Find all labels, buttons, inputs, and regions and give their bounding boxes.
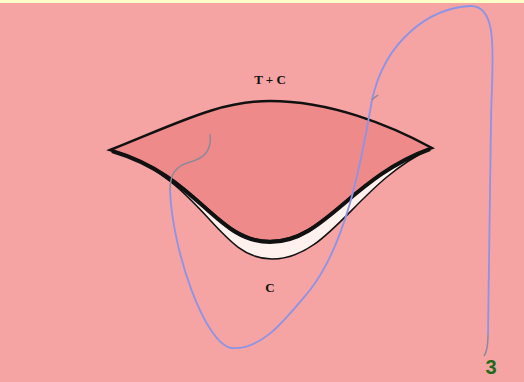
lens-region <box>110 101 432 241</box>
region-label: T + C <box>254 72 286 88</box>
grey-line <box>484 335 488 356</box>
grey-line <box>170 134 210 190</box>
boundary-line <box>112 149 430 242</box>
grey-line <box>372 95 378 100</box>
region-label: C <box>265 280 274 296</box>
callout-number: 3 <box>485 356 496 379</box>
blue-line <box>170 6 493 348</box>
top-strip <box>0 0 524 3</box>
